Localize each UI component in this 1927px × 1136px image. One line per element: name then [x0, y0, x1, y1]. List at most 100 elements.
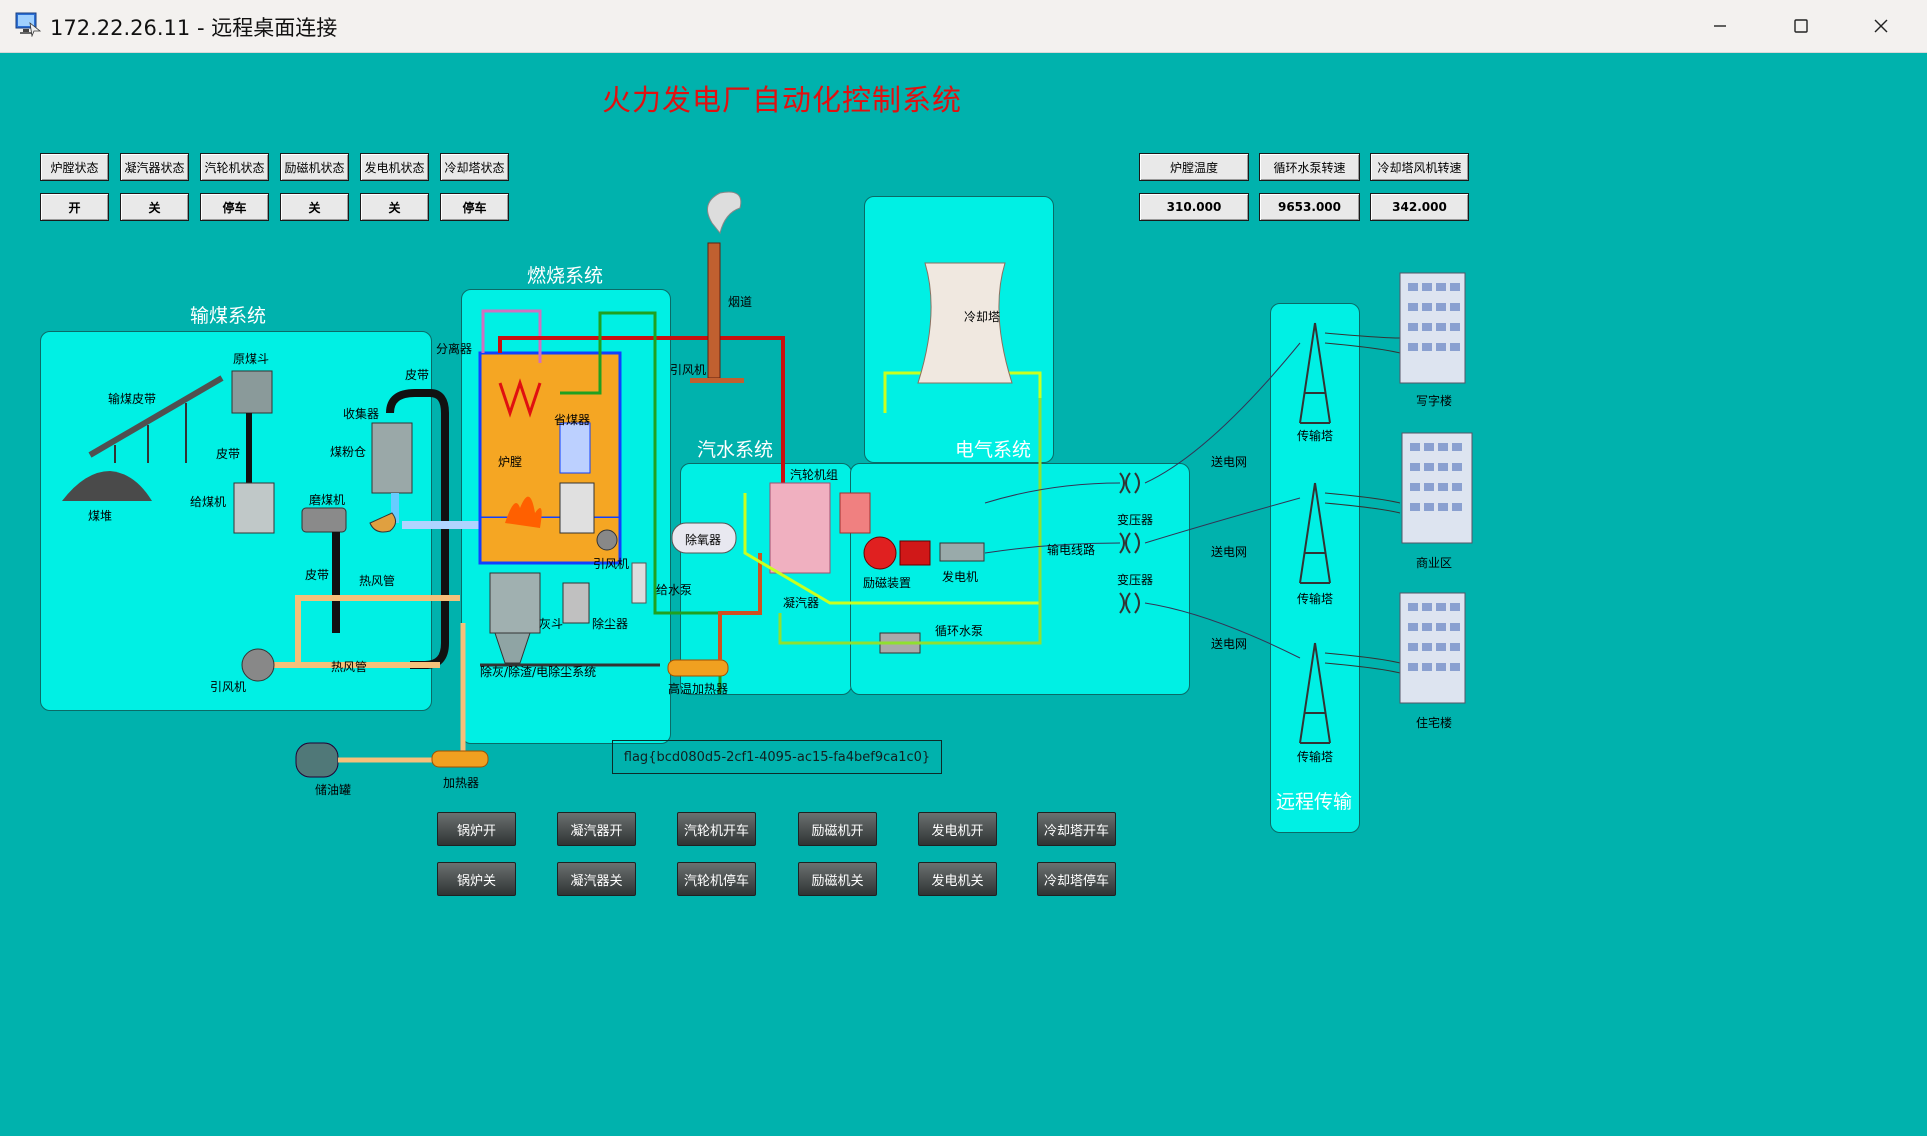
metric-label-furnace-temp: 炉膛温度: [1139, 153, 1249, 181]
label-ash-hopper: 灰斗: [539, 617, 564, 631]
metric-value-furnace-temp: 310.000: [1139, 193, 1249, 221]
label-hp-heater: 高温加热器: [668, 682, 729, 696]
status-label-generator: 发电机状态: [360, 153, 429, 181]
process-diagram: [62, 191, 1473, 778]
maximize-icon: [1794, 19, 1808, 33]
label-commercial: 商业区: [1416, 556, 1453, 570]
turbine-shape: [769, 482, 831, 574]
status-value-condenser: 关: [120, 193, 189, 221]
label-chimney: 烟道: [728, 295, 753, 309]
condenser-on-button[interactable]: 凝汽器开: [557, 812, 636, 846]
status-label-furnace: 炉膛状态: [40, 153, 109, 181]
minimize-icon: [1714, 25, 1726, 27]
combustion-system-label: 燃烧系统: [527, 265, 604, 287]
label-belt1: 皮带: [216, 447, 241, 461]
title-bar[interactable]: 172.22.26.11 - 远程桌面连接: [0, 0, 1927, 53]
status-label-cooling-tower: 冷却塔状态: [440, 153, 509, 181]
label-furnace: 炉膛: [498, 455, 523, 469]
ash-hopper-shape: [494, 632, 531, 664]
label-belt3: 皮带: [405, 368, 430, 382]
label-grid1: 送电网: [1211, 455, 1248, 469]
label-belt2: 皮带: [305, 568, 330, 582]
flag-display: flag{bcd080d5-2cf1-4095-ac15-fa4bef9ca1c…: [612, 740, 942, 774]
label-collector: 收集器: [343, 407, 380, 421]
oil-tank-shape: [295, 742, 339, 778]
condenser-off-button[interactable]: 凝汽器关: [557, 862, 636, 896]
label-hot-air-pipe2: 热风管: [331, 660, 368, 674]
hp-heater-shape: [667, 659, 729, 677]
status-value-turbine: 停车: [200, 193, 269, 221]
metric-value-pump-speed: 9653.000: [1259, 193, 1360, 221]
label-dust-collector: 除尘器: [592, 617, 629, 631]
electrical-system-panel: [850, 463, 1190, 695]
window-title: 172.22.26.11 - 远程桌面连接: [50, 16, 338, 40]
exciter-shape: [863, 536, 897, 570]
label-exciter: 励磁装置: [863, 576, 912, 590]
chimney-shape: [707, 242, 721, 379]
status-label-exciter: 励磁机状态: [280, 153, 349, 181]
remote-desktop-icon: [15, 12, 42, 37]
cooling-tower-start-button[interactable]: 冷却塔开车: [1037, 812, 1116, 846]
label-tower1: 传输塔: [1297, 429, 1334, 443]
label-heater: 加热器: [443, 776, 480, 790]
label-deaerator: 除氧器: [685, 533, 722, 547]
close-icon: [1874, 19, 1888, 33]
label-conveyor-belt: 输煤皮带: [108, 392, 157, 406]
label-fan2: 引风机: [593, 557, 630, 571]
label-circ-pump: 循环水泵: [935, 624, 984, 638]
cooling-tower-stop-button[interactable]: 冷却塔停车: [1037, 862, 1116, 896]
turbine-stop-button[interactable]: 汽轮机停车: [677, 862, 756, 896]
boiler-on-button[interactable]: 锅炉开: [437, 812, 516, 846]
status-value-cooling-tower: 停车: [440, 193, 509, 221]
label-coal-pile: 煤堆: [88, 509, 113, 523]
label-coal-bin: 煤粉仓: [330, 445, 367, 459]
boiler-off-button[interactable]: 锅炉关: [437, 862, 516, 896]
remote-transmission-label: 远程传输: [1276, 791, 1353, 813]
label-separator: 分离器: [436, 342, 473, 356]
close-button[interactable]: [1846, 0, 1916, 52]
exciter-on-button[interactable]: 励磁机开: [798, 812, 877, 846]
remote-transmission-panel: [1270, 303, 1360, 833]
coal-pile-shape: [62, 471, 152, 501]
conveyor-belt-shape: [88, 375, 224, 458]
status-value-exciter: 关: [280, 193, 349, 221]
tower3-shape: [1299, 642, 1331, 744]
transformer2-shape: [1119, 532, 1140, 554]
generator-shape: [939, 542, 985, 562]
label-condenser: 凝汽器: [783, 596, 820, 610]
status-value-generator: 关: [360, 193, 429, 221]
label-generator: 发电机: [942, 570, 979, 584]
metric-label-fan-speed: 冷却塔风机转速: [1370, 153, 1469, 181]
label-fan3: 引风机: [670, 363, 707, 377]
label-economizer: 省煤器: [554, 413, 591, 427]
heater-shape: [431, 750, 489, 768]
mill-shape: [301, 507, 347, 533]
metric-label-pump-speed: 循环水泵转速: [1259, 153, 1360, 181]
label-feeder: 给煤机: [190, 495, 227, 509]
status-value-furnace: 开: [40, 193, 109, 221]
tower1-shape: [1299, 322, 1331, 424]
generator-on-button[interactable]: 发电机开: [918, 812, 997, 846]
page-title: 火力发电厂自动化控制系统: [602, 83, 963, 117]
exciter-off-button[interactable]: 励磁机关: [798, 862, 877, 896]
boiler-shape: [478, 351, 622, 520]
generator-off-button[interactable]: 发电机关: [918, 862, 997, 896]
transformer1-shape: [1119, 472, 1140, 494]
maximize-button[interactable]: [1766, 0, 1836, 52]
minimize-button[interactable]: [1685, 0, 1755, 52]
label-turbine-unit: 汽轮机组: [790, 468, 839, 482]
label-residential: 住宅楼: [1416, 716, 1453, 730]
label-raw-coal-hopper: 原煤斗: [233, 352, 270, 366]
coal-bin-shape: [371, 422, 413, 494]
steam-water-system-label: 汽水系统: [697, 439, 774, 461]
fan1-shape: [241, 648, 275, 682]
label-hot-air-pipe1: 热风管: [359, 574, 396, 588]
metric-value-fan-speed: 342.000: [1370, 193, 1469, 221]
label-cooling-tower: 冷却塔: [964, 310, 1001, 324]
label-fan1: 引风机: [210, 680, 247, 694]
label-feed-pump: 给水泵: [656, 583, 693, 597]
turbine-start-button[interactable]: 汽轮机开车: [677, 812, 756, 846]
status-label-turbine: 汽轮机状态: [200, 153, 269, 181]
label-transformer2: 变压器: [1117, 573, 1154, 587]
